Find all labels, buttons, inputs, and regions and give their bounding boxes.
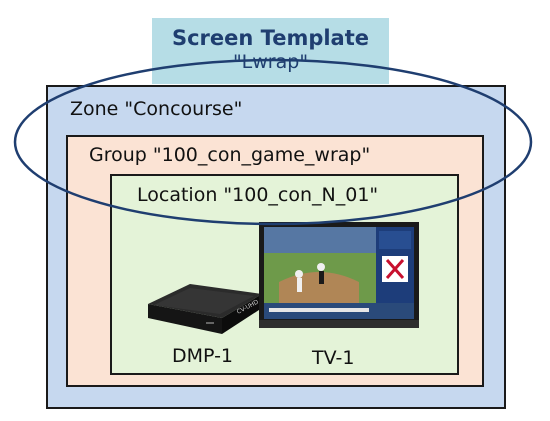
zone-label: Zone "Concourse" — [70, 98, 243, 120]
media-player-device-icon: CV-UHD — [148, 284, 262, 334]
location-label: Location "100_con_N_01" — [137, 184, 379, 206]
screen-template-name: "Lwrap" — [232, 51, 309, 73]
tv-device-label: TV-1 — [312, 347, 355, 369]
screen-template-box: Screen Template "Lwrap" — [152, 18, 389, 84]
screen-template-title: Screen Template — [171, 26, 370, 50]
television-screen-icon — [259, 222, 419, 328]
group-label: Group "100_con_game_wrap" — [89, 144, 371, 166]
dmp-device-label: DMP-1 — [172, 345, 234, 367]
